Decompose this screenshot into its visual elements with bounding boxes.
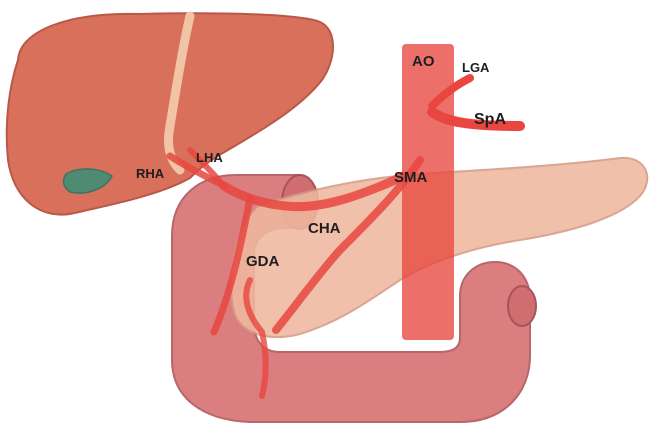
- label-gda: GDA: [246, 253, 280, 270]
- label-cha: CHA: [308, 220, 341, 237]
- label-lha: LHA: [196, 150, 223, 165]
- label-lga: LGA: [462, 60, 490, 75]
- label-rha: RHA: [136, 166, 165, 181]
- label-ao: AO: [412, 53, 435, 70]
- label-spa: SpA: [474, 111, 506, 128]
- label-sma: SMA: [394, 169, 428, 186]
- jejunum-end: [508, 286, 536, 326]
